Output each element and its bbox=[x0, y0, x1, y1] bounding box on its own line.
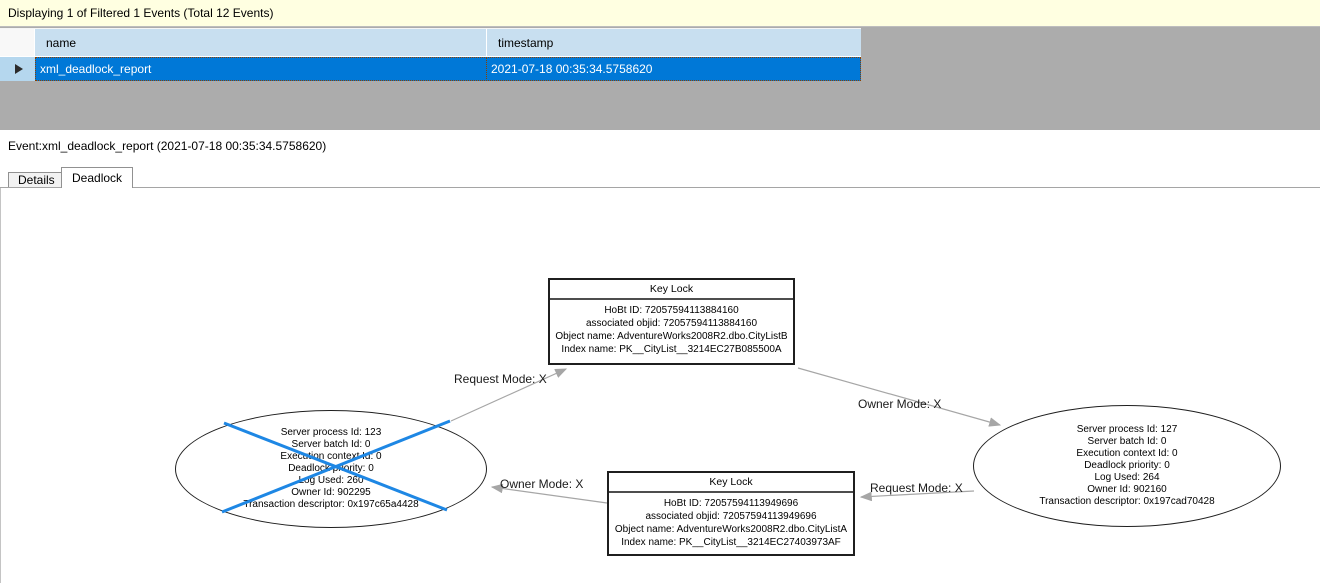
process-node-victim[interactable]: Server process Id: 123 Server batch Id: … bbox=[175, 410, 487, 528]
resource-bottom-line: associated objid: 72057594113949696 bbox=[645, 510, 817, 522]
events-grid: name timestamp xml_deadlock_report 2021-… bbox=[0, 28, 861, 81]
process-right-line: Owner Id: 902160 bbox=[1087, 484, 1167, 495]
tab-deadlock[interactable]: Deadlock bbox=[61, 167, 134, 188]
column-header-name-label: name bbox=[46, 35, 77, 50]
tab-panel-divider bbox=[0, 187, 1320, 188]
resource-top-line: HoBt ID: 72057594113884160 bbox=[604, 304, 739, 316]
process-right-line: Server batch Id: 0 bbox=[1087, 436, 1167, 447]
event-detail-title: Event:xml_deadlock_report (2021-07-18 00… bbox=[8, 139, 327, 153]
process-left-line: Deadlock priority: 0 bbox=[288, 463, 374, 474]
resource-top-title: Key Lock bbox=[550, 280, 793, 300]
event-timestamp-value: 2021-07-18 00:35:34.5758620 bbox=[491, 62, 653, 76]
tab-deadlock-label: Deadlock bbox=[72, 171, 123, 185]
column-header-name[interactable]: name bbox=[35, 29, 487, 57]
current-row-arrow-icon bbox=[14, 64, 23, 74]
process-left-line: Server batch Id: 0 bbox=[291, 439, 371, 450]
row-selector-header-cell bbox=[0, 29, 35, 57]
process-right-line: Transaction descriptor: 0x197cad70428 bbox=[1039, 496, 1215, 507]
resource-bottom-title: Key Lock bbox=[609, 473, 853, 493]
events-status-bar: Displaying 1 of Filtered 1 Events (Total… bbox=[0, 0, 1320, 27]
edge-label-request-top: Request Mode: X bbox=[454, 372, 547, 386]
resource-bottom-line: HoBt ID: 72057594113949696 bbox=[663, 497, 799, 509]
resource-bottom-line: Index name: PK__CityList__3214EC27403973… bbox=[621, 536, 841, 548]
process-left-line: Log Used: 260 bbox=[298, 475, 364, 486]
event-timestamp-cell[interactable]: 2021-07-18 00:35:34.5758620 bbox=[487, 57, 861, 81]
resource-bottom-details: HoBt ID: 72057594113949696 associated ob… bbox=[609, 493, 853, 552]
event-row-cells[interactable]: xml_deadlock_report 2021-07-18 00:35:34.… bbox=[35, 57, 861, 81]
event-row-selected[interactable]: xml_deadlock_report 2021-07-18 00:35:34.… bbox=[0, 57, 861, 81]
event-name-value: xml_deadlock_report bbox=[40, 62, 152, 76]
column-header-timestamp[interactable]: timestamp bbox=[487, 29, 861, 57]
process-node-right[interactable]: Server process Id: 127 Server batch Id: … bbox=[973, 405, 1281, 527]
tab-details-label: Details bbox=[18, 173, 55, 187]
resource-top-line: Object name: AdventureWorks2008R2.dbo.Ci… bbox=[555, 330, 788, 342]
edge-label-owner-right: Owner Mode: X bbox=[858, 397, 942, 411]
process-left-line: Transaction descriptor: 0x197c65a4428 bbox=[243, 499, 419, 510]
event-name-cell[interactable]: xml_deadlock_report bbox=[35, 57, 487, 81]
events-status-text: Displaying 1 of Filtered 1 Events (Total… bbox=[8, 6, 274, 20]
process-right-line: Server process Id: 127 bbox=[1076, 424, 1178, 435]
resource-top-line: associated objid: 72057594113884160 bbox=[585, 317, 758, 329]
process-left-line: Owner Id: 902295 bbox=[291, 487, 371, 498]
process-left-line: Execution context Id: 0 bbox=[280, 451, 382, 462]
edge-label-owner-left: Owner Mode: X bbox=[500, 477, 584, 491]
row-indicator-cell[interactable] bbox=[0, 57, 35, 81]
resource-node-key-lock-bottom[interactable]: Key Lock HoBt ID: 72057594113949696 asso… bbox=[607, 471, 855, 556]
resource-top-line: Index name: PK__CityList__3214EC27B08550… bbox=[561, 343, 782, 355]
column-header-timestamp-label: timestamp bbox=[498, 35, 554, 50]
process-right-line: Log Used: 264 bbox=[1094, 472, 1160, 483]
process-right-line: Deadlock priority: 0 bbox=[1084, 460, 1170, 471]
resource-bottom-line: Object name: AdventureWorks2008R2.dbo.Ci… bbox=[614, 523, 848, 535]
resource-node-key-lock-top[interactable]: Key Lock HoBt ID: 72057594113884160 asso… bbox=[548, 278, 795, 365]
grid-header-row: name timestamp bbox=[0, 29, 861, 57]
graph-panel-left-border bbox=[0, 188, 1, 583]
events-grid-region: name timestamp xml_deadlock_report 2021-… bbox=[0, 27, 1320, 130]
process-right-line: Execution context Id: 0 bbox=[1076, 448, 1178, 459]
edge-label-request-bottom: Request Mode: X bbox=[870, 481, 963, 495]
resource-top-details: HoBt ID: 72057594113884160 associated ob… bbox=[550, 300, 793, 359]
process-left-line: Server process Id: 123 bbox=[280, 427, 382, 438]
tab-details[interactable]: Details bbox=[8, 172, 65, 187]
